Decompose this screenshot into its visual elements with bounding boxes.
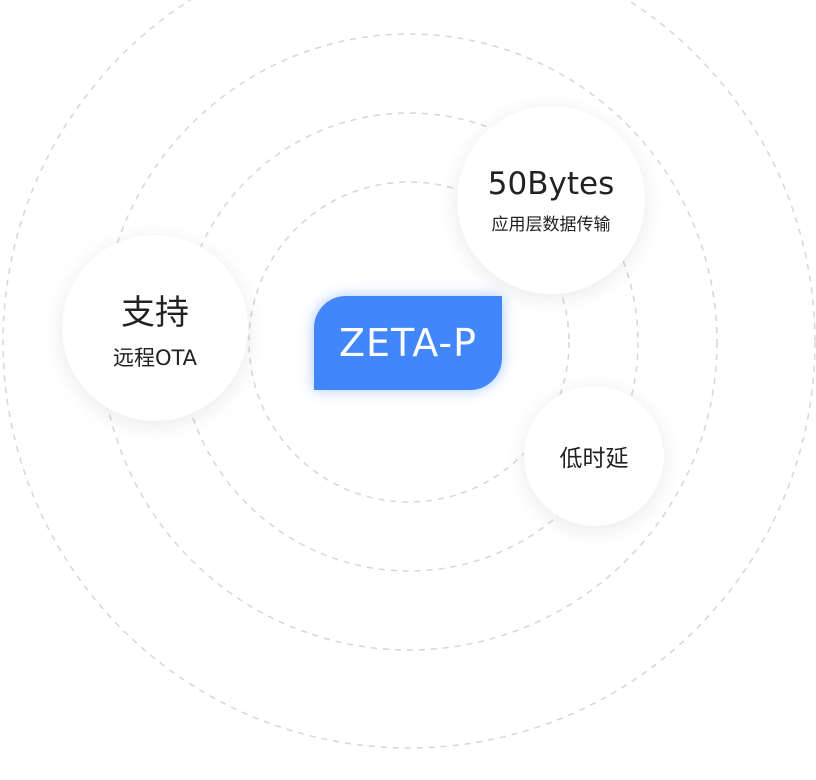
feature-subtitle: 远程OTA — [112, 345, 198, 370]
ring-3 — [100, 33, 718, 651]
feature-ota-bubble: 支持 远程OTA — [62, 235, 248, 421]
feature-title: 低时延 — [559, 446, 629, 472]
feature-title: 50Bytes — [487, 165, 615, 202]
ring-2 — [179, 112, 639, 572]
center-badge: ZETA-P — [314, 296, 502, 390]
ring-1 — [248, 181, 570, 503]
feature-title: 支持 — [121, 292, 189, 333]
feature-bytes-bubble: 50Bytes 应用层数据传输 — [457, 106, 645, 294]
feature-latency-bubble: 低时延 — [524, 386, 664, 526]
feature-subtitle: 应用层数据传输 — [491, 214, 611, 235]
ring-4 — [2, 0, 816, 749]
